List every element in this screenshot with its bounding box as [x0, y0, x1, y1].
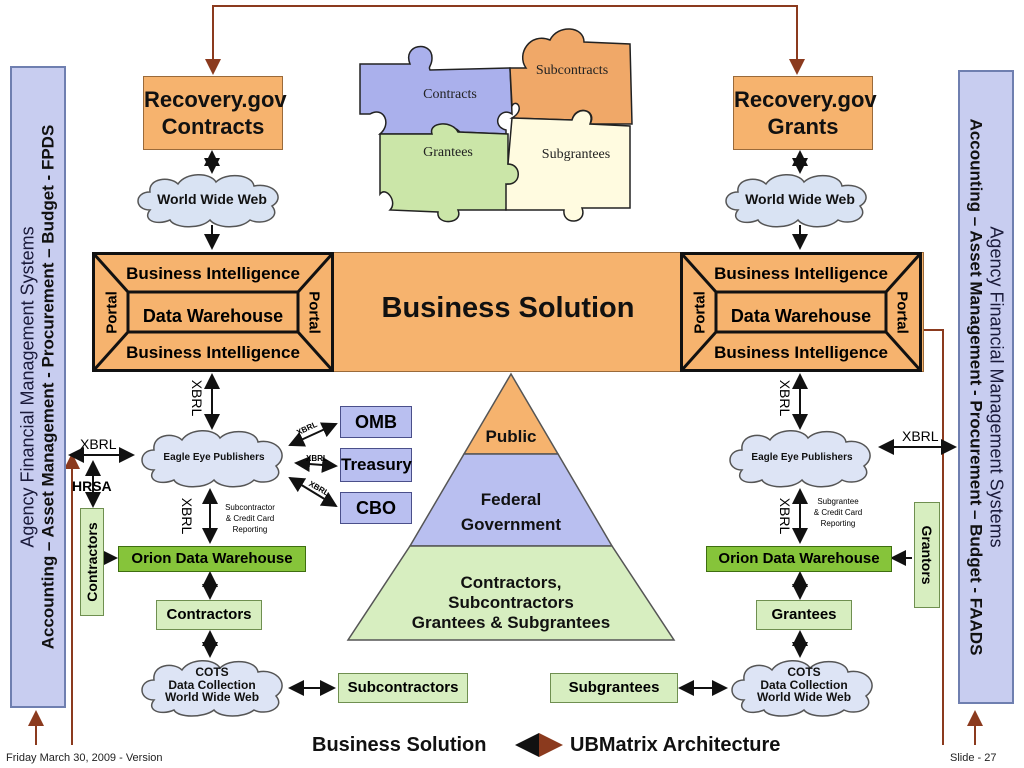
- xbrl-treasury: XBRL: [306, 454, 328, 463]
- www-left-label: World Wide Web: [157, 191, 267, 207]
- recovery-contracts-line1: Recovery.gov: [144, 87, 287, 112]
- pyramid-federal-line2: Government: [461, 515, 561, 534]
- subcontractor-reporting-note: Subcontractor & Credit Card Reporting: [214, 502, 286, 535]
- data-warehouse-right: Data Warehouse: [730, 306, 872, 326]
- puzzle-subgrantees-label: Subgrantees: [542, 147, 610, 162]
- xbrl-right-lower: XBRL: [777, 497, 793, 535]
- xbrl-right-side: XBRL: [902, 428, 939, 444]
- www-cloud-left: World Wide Web: [137, 174, 279, 228]
- portal-frame-left: [92, 252, 334, 372]
- left-sidebar: Agency Financial Management Systems Acco…: [10, 66, 66, 708]
- omb-box: OMB: [340, 406, 412, 438]
- business-solution-title: Business Solution: [381, 292, 635, 324]
- recovery-contracts-box: Recovery.gov Contracts: [143, 76, 287, 150]
- recovery-grants-line2: Grants: [767, 114, 839, 139]
- footer-slide-number: Slide - 27: [950, 752, 997, 764]
- puzzle-contracts-label: Contracts: [423, 87, 477, 102]
- contractors-box: Contractors: [156, 600, 262, 630]
- bi-bottom-left: Business Intelligence: [126, 343, 300, 362]
- eagle-eye-cloud-right: Eagle Eye Publishers: [729, 430, 871, 488]
- grantors-vertical-label: Grantors: [919, 525, 935, 585]
- pyramid-public-label: Public: [485, 427, 536, 446]
- www-cloud-right: World Wide Web: [725, 174, 867, 228]
- portal-left-b: Portal: [305, 291, 323, 334]
- xbrl-left-side: XBRL: [80, 436, 117, 452]
- footer-date: Friday March 30, 2009 - Version: [6, 752, 163, 764]
- pyramid: Public Federal Government Contractors, S…: [346, 372, 676, 641]
- subgrantees-box: Subgrantees: [550, 673, 678, 703]
- orion-dw-left: Orion Data Warehouse: [118, 546, 306, 572]
- bi-top-left: Business Intelligence: [126, 264, 300, 283]
- orion-dw-right: Orion Data Warehouse: [706, 546, 892, 572]
- portal-right-a: Portal: [691, 291, 709, 334]
- cots-left-line3: World Wide Web: [165, 690, 259, 704]
- right-sidebar-line1: Agency Financial Management Systems: [986, 226, 1007, 548]
- grantors-vertical-box: Grantors: [914, 502, 940, 608]
- eagle-eye-right-label: Eagle Eye Publishers: [751, 452, 853, 463]
- portal-frame-right: [680, 252, 922, 372]
- contractors-vertical-label: Contractors: [84, 522, 100, 602]
- grantees-box: Grantees: [756, 600, 852, 630]
- subcontractor-reporting-line1: Subcontractor: [225, 503, 275, 512]
- xbrl-left-upper: XBRL: [189, 379, 205, 417]
- puzzle-grantees-label: Grantees: [423, 145, 473, 160]
- caption-left: Business Solution: [312, 734, 487, 756]
- subcontractor-reporting-line3: Reporting: [232, 525, 268, 534]
- xbrl-right-upper: XBRL: [777, 379, 793, 417]
- www-right-label: World Wide Web: [745, 191, 855, 207]
- bi-top-right: Business Intelligence: [714, 264, 888, 283]
- left-sidebar-line2: Accounting – Asset Management - Procurem…: [38, 124, 58, 650]
- cots-cloud-left: COTS Data Collection World Wide Web: [141, 660, 283, 717]
- subgrantee-reporting-line1: Subgrantee: [817, 497, 859, 506]
- pyramid-bottom-line2: Subcontractors: [448, 593, 574, 612]
- puzzle-subcontracts-label: Subcontracts: [536, 63, 608, 78]
- subgrantee-reporting-note: Subgrantee & Credit Card Reporting: [802, 496, 874, 529]
- eagle-eye-left-label: Eagle Eye Publishers: [163, 452, 265, 463]
- right-sidebar: Agency Financial Management Systems Acco…: [958, 70, 1014, 704]
- pyramid-bottom-line1: Contractors,: [460, 573, 561, 592]
- caption-right: UBMatrix Architecture: [570, 734, 781, 756]
- puzzle-graphic: Contracts Subcontracts Grantees Subgrant…: [359, 28, 633, 223]
- cots-right-line3: World Wide Web: [757, 690, 851, 704]
- contractors-vertical-box: Contractors: [80, 508, 104, 616]
- left-sidebar-line1: Agency Financial Management Systems: [17, 226, 38, 548]
- recovery-grants-line1: Recovery.gov: [734, 87, 877, 112]
- cbo-box: CBO: [340, 492, 412, 524]
- xbrl-left-lower: XBRL: [179, 497, 195, 535]
- cots-left-line2: Data Collection: [168, 678, 255, 692]
- cots-right-line2: Data Collection: [760, 678, 847, 692]
- pyramid-bottom-line3: Grantees & Subgrantees: [412, 613, 610, 632]
- cots-cloud-right: COTS Data Collection World Wide Web: [731, 660, 873, 717]
- subcontractor-reporting-line2: & Credit Card: [225, 514, 275, 523]
- subcontractors-box: Subcontractors: [338, 673, 468, 703]
- portal-right-b: Portal: [893, 291, 911, 334]
- treasury-box: Treasury: [340, 448, 412, 482]
- pyramid-contractors-tier: [346, 545, 676, 641]
- eagle-eye-cloud-left: Eagle Eye Publishers: [141, 430, 283, 488]
- hrsa-label: HRSA: [72, 478, 112, 494]
- portal-left-a: Portal: [103, 291, 121, 334]
- bi-bottom-right: Business Intelligence: [714, 343, 888, 362]
- right-sidebar-line2: Accounting – Asset Management - Procurem…: [966, 118, 986, 656]
- recovery-contracts-line2: Contracts: [161, 114, 265, 139]
- cots-left-line1: COTS: [195, 665, 228, 679]
- recovery-grants-box: Recovery.gov Grants: [733, 76, 877, 150]
- data-warehouse-left: Data Warehouse: [142, 306, 284, 326]
- subgrantee-reporting-line3: Reporting: [820, 519, 856, 528]
- cots-right-line1: COTS: [787, 665, 820, 679]
- subgrantee-reporting-line2: & Credit Card: [813, 508, 863, 517]
- pyramid-federal-line1: Federal: [481, 490, 541, 509]
